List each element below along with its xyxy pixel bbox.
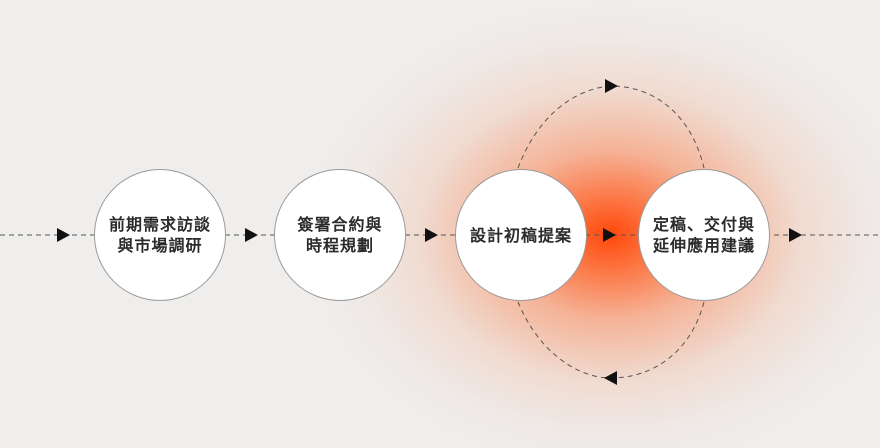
step-2-label-line-2: 時程規劃: [305, 236, 374, 255]
step-1-label-line-2: 與市場調研: [117, 236, 203, 255]
step-3-label-line-1: 設計初稿提案: [469, 225, 572, 245]
triangle-arrow-icon: [245, 228, 258, 242]
triangle-arrow-icon: [605, 79, 618, 93]
triangle-arrow-icon: [425, 228, 438, 242]
step-1-node: 前期需求訪談 與市場調研: [94, 169, 226, 301]
triangle-arrow-icon: [604, 371, 617, 385]
step-4-label-line-1: 定稿、交付與: [652, 215, 755, 234]
step-2-label-line-1: 簽署合約與: [297, 215, 383, 234]
triangle-arrow-icon: [789, 228, 802, 242]
step-1-label-line-1: 前期需求訪談: [108, 215, 211, 234]
loop-arc-bottom: [517, 301, 705, 379]
triangle-arrow-icon: [603, 228, 616, 242]
step-3-node: 設計初稿提案: [455, 169, 587, 301]
triangle-arrow-icon: [57, 228, 70, 242]
loop-arc-top: [517, 85, 705, 169]
step-2-node: 簽署合約與 時程規劃: [274, 169, 406, 301]
step-4-node: 定稿、交付與 延伸應用建議: [638, 169, 770, 301]
step-4-label-line-2: 延伸應用建議: [652, 236, 755, 255]
